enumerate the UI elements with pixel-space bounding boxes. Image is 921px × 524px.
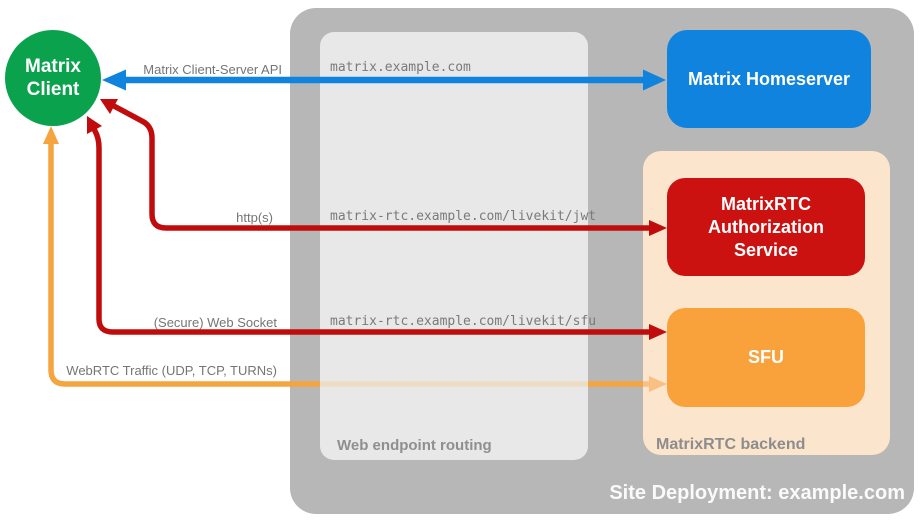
csapi-arrowhead-client [102, 69, 126, 91]
websocket-label: (Secure) Web Socket [153, 315, 277, 330]
webrtc-traffic-arrow [43, 126, 667, 392]
matrix-client-label-line1: Matrix [25, 56, 81, 77]
sfu-label: SFU [748, 347, 784, 367]
endpoint-matrix-example-com: matrix.example.com [330, 60, 471, 75]
https-label: http(s) [236, 210, 273, 225]
matrixrtc-backend-caption: MatrixRTC backend [656, 436, 806, 453]
websocket-arrowhead-client [87, 116, 102, 134]
websocket-arrowhead-sfu [649, 324, 667, 340]
site-deployment-caption: Site Deployment: example.com [609, 482, 905, 504]
webrtc-traffic-label: WebRTC Traffic (UDP, TCP, TURNs) [66, 363, 277, 378]
matrixrtc-authorization-service-label: MatrixRTC Authorization Service [708, 193, 824, 260]
matrix-client-node: Matrix Client [5, 30, 101, 126]
matrix-client-label-line2: Client [26, 79, 80, 100]
matrixrtc-authorization-service-node: MatrixRTC Authorization Service [667, 178, 865, 276]
endpoint-livekit-sfu: matrix-rtc.example.com/livekit/sfu [330, 314, 597, 329]
csapi-arrowhead-homeserver [643, 69, 666, 91]
sfu-node: SFU [667, 308, 865, 407]
matrix-homeserver-label: Matrix Homeserver [687, 68, 851, 89]
https-arrow [100, 99, 667, 236]
web-endpoint-routing-box [320, 32, 588, 460]
webrtc-arrowhead-client [43, 126, 59, 144]
web-endpoint-routing-caption: Web endpoint routing [337, 437, 492, 454]
https-arrowhead-auth [649, 220, 667, 236]
https-arrowhead-client [100, 99, 118, 114]
endpoint-livekit-jwt: matrix-rtc.example.com/livekit/jwt [330, 209, 597, 224]
client-server-api-arrow [102, 69, 666, 91]
websocket-arrow [87, 116, 667, 340]
client-server-api-label: Matrix Client-Server API [143, 62, 282, 77]
webrtc-arrowhead-sfu [649, 376, 667, 392]
matrix-homeserver-node: Matrix Homeserver [667, 30, 871, 128]
